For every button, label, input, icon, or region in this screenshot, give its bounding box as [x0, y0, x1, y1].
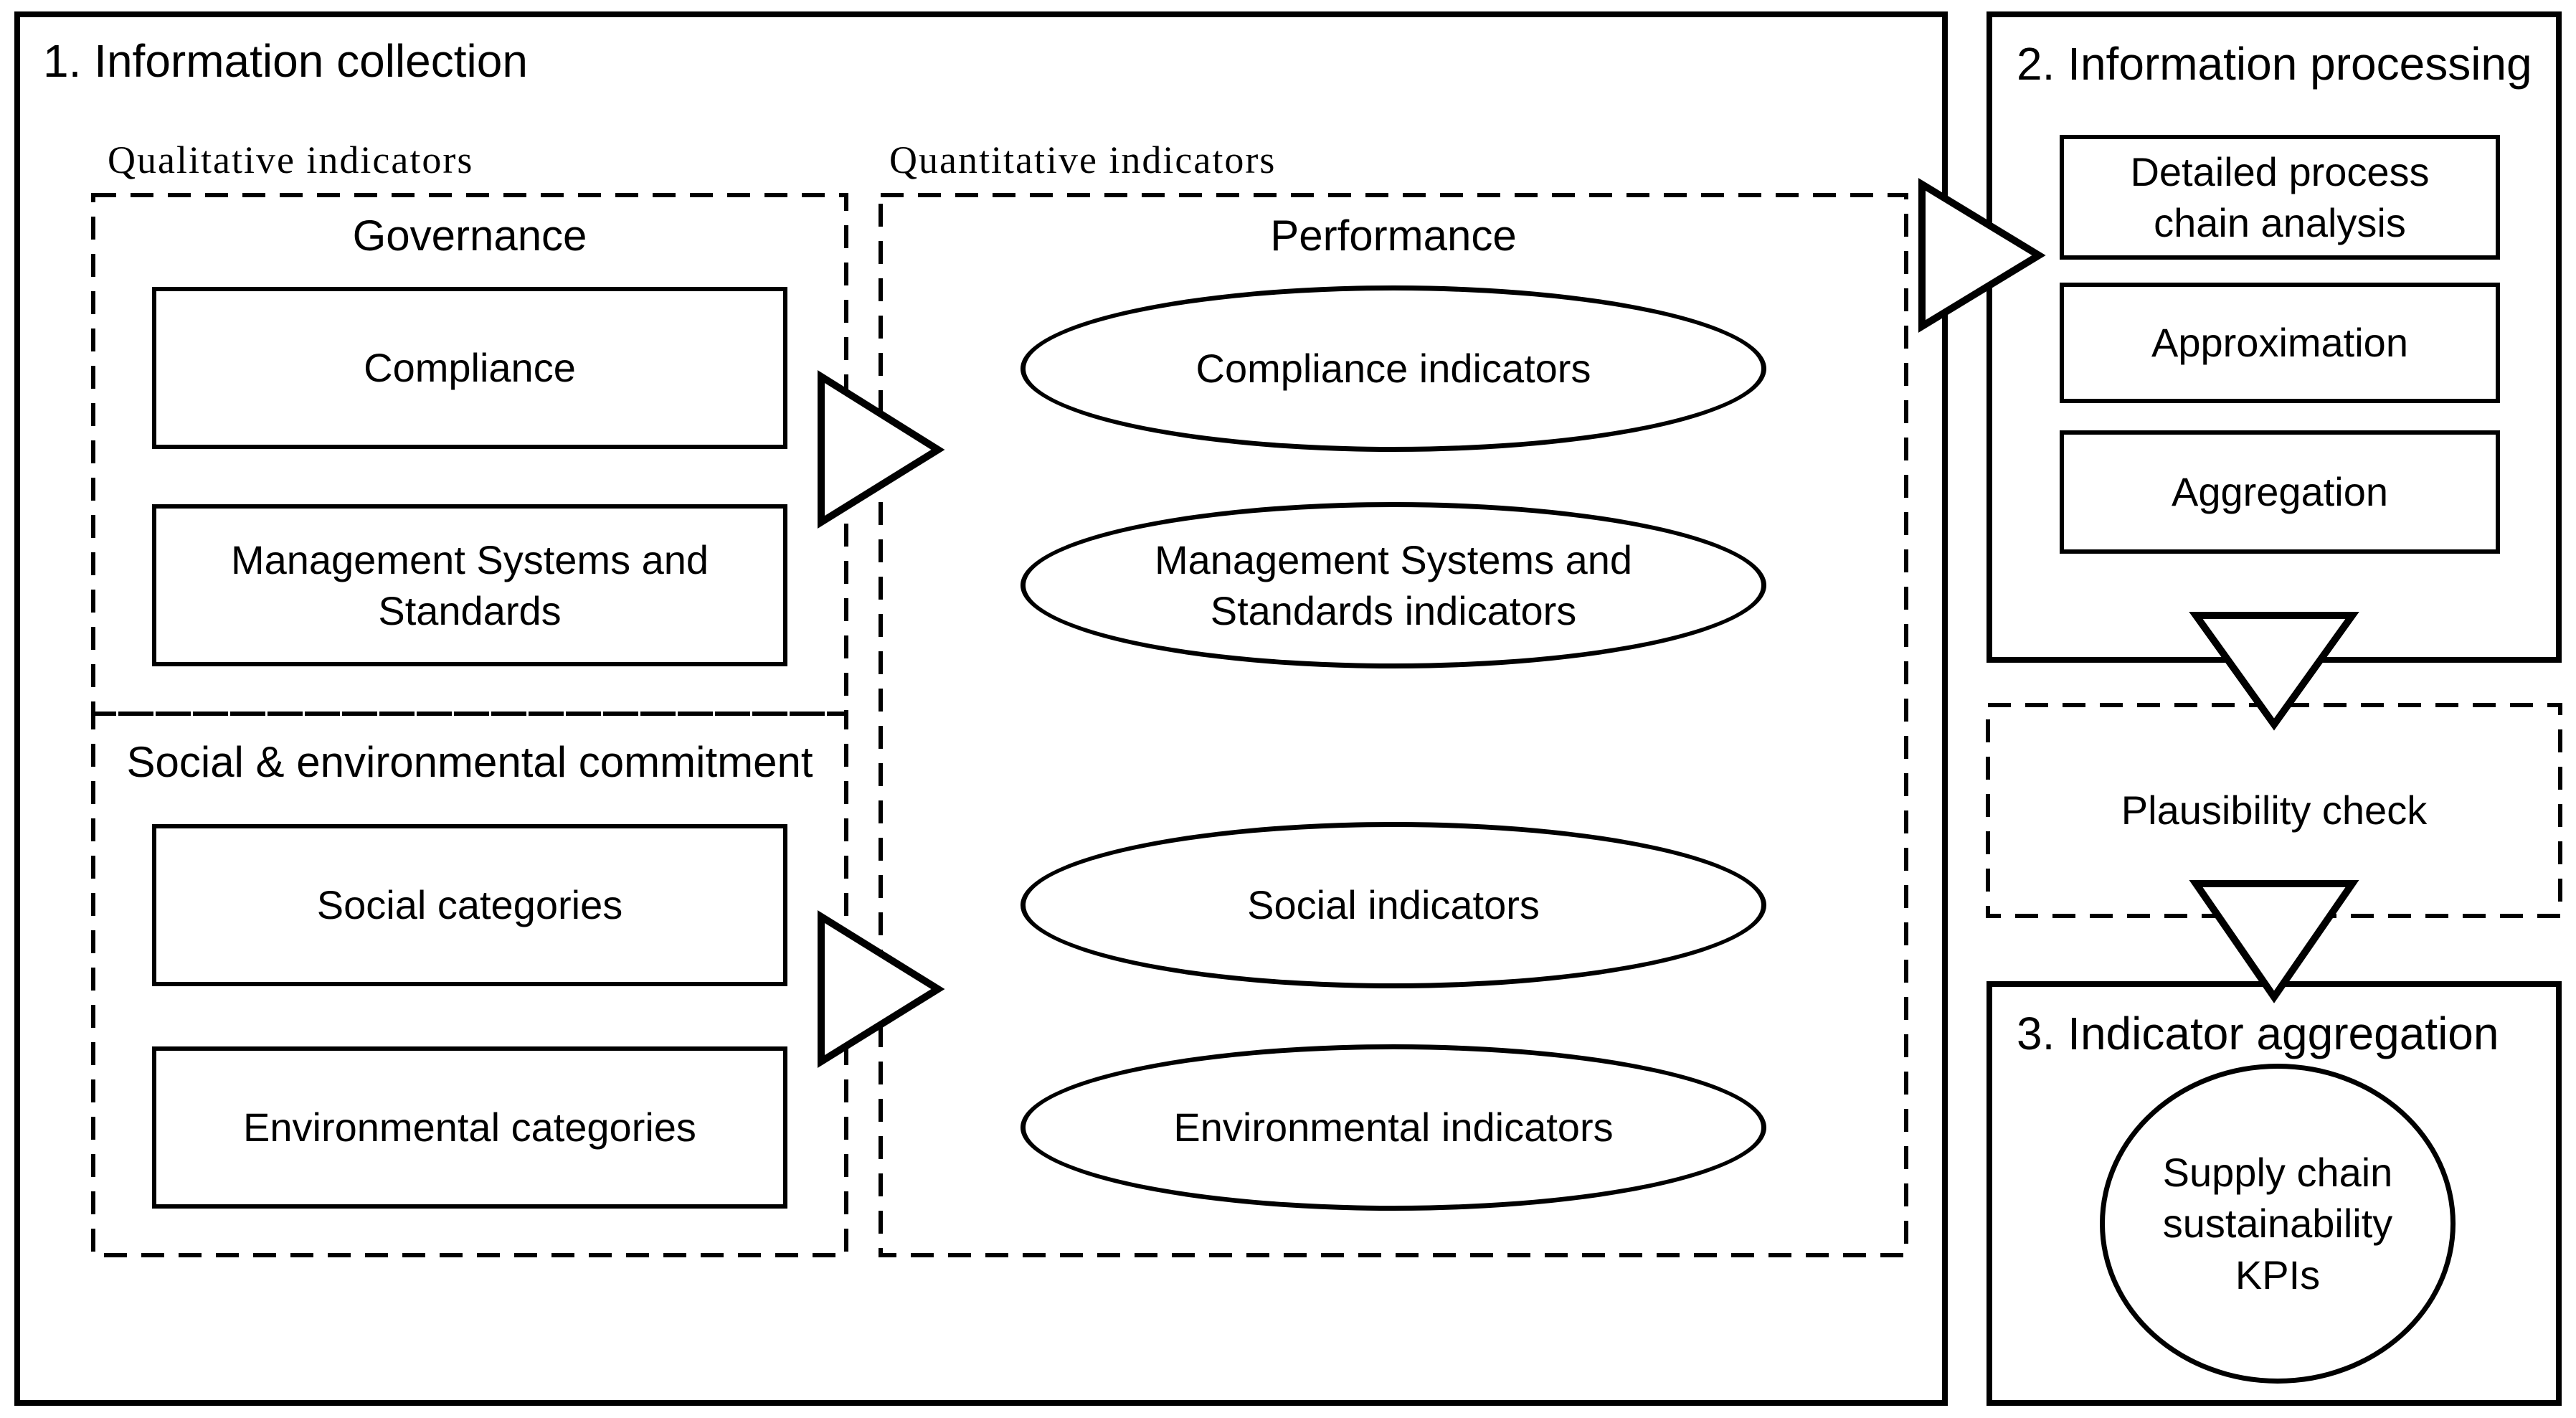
environmental-categories-box-label: Environmental categories — [243, 1105, 696, 1150]
approximation-label: Approximation — [2151, 320, 2408, 366]
quantitative-indicators-label: Quantitative indicators — [889, 138, 1277, 181]
supply-chain-kpi-label: Supply chain sustainability KPIs — [2162, 1150, 2393, 1298]
social-indicators-ellipse: Social indicators — [1021, 822, 1766, 988]
detailed-process-chain-analysis-label: Detailed process chain analysis — [2130, 148, 2430, 245]
environmental-indicators-label: Environmental indicators — [1173, 1105, 1614, 1150]
plausibility-check-label: Plausibility check — [2121, 788, 2428, 833]
section3-title: 3. Indicator aggregation — [2017, 1008, 2499, 1059]
qualitative-indicators-label: Qualitative indicators — [108, 138, 474, 181]
supply-chain-kpi-circle: Supply chain sustainability KPIs — [2100, 1064, 2456, 1384]
environmental-indicators-ellipse: Environmental indicators — [1021, 1044, 1766, 1211]
governance-heading: Governance — [352, 212, 587, 260]
performance-heading: Performance — [1270, 212, 1517, 260]
management-systems-indicators-ellipse: Management Systems and Standards indicat… — [1021, 502, 1766, 668]
compliance-indicators-label: Compliance indicators — [1195, 346, 1591, 392]
section2-title: 2. Information processing — [2017, 38, 2532, 90]
commitment-heading: Social & environmental commitment — [126, 738, 813, 786]
detailed-process-chain-analysis-box: Detailed process chain analysis — [2060, 135, 2500, 260]
section1-title: 1. Information collection — [43, 35, 528, 87]
management-systems-box-label: Management Systems and Standards — [230, 537, 709, 633]
approximation-box: Approximation — [2060, 283, 2500, 403]
compliance-box-label: Compliance — [364, 345, 576, 391]
social-categories-box: Social categories — [152, 824, 787, 986]
management-systems-indicators-label: Management Systems and Standards indicat… — [1154, 537, 1633, 633]
social-categories-box-label: Social categories — [316, 882, 623, 928]
management-systems-box: Management Systems and Standards — [152, 504, 787, 666]
environmental-categories-box: Environmental categories — [152, 1046, 787, 1209]
compliance-box: Compliance — [152, 287, 787, 449]
aggregation-step-box: Aggregation — [2060, 430, 2500, 554]
aggregation-step-label: Aggregation — [2171, 469, 2388, 515]
social-indicators-label: Social indicators — [1247, 882, 1540, 928]
compliance-indicators-ellipse: Compliance indicators — [1021, 285, 1766, 452]
